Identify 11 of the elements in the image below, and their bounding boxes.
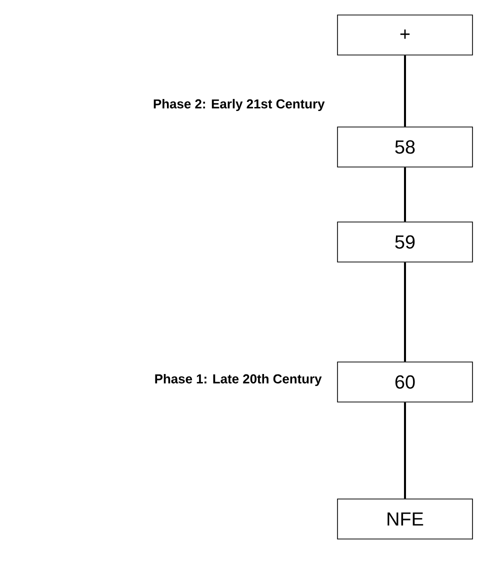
number-box: NFE	[337, 498, 473, 540]
connector-line	[404, 167, 406, 222]
number-box: 58	[337, 126, 473, 168]
connector-line	[404, 55, 406, 127]
phase-label: Phase 1: Late 20th Century	[155, 374, 322, 386]
number-box: +	[337, 14, 473, 56]
phase-label: Phase 2: Early 21st Century	[154, 98, 325, 112]
number-box: 60	[337, 362, 473, 402]
number-box: 59	[337, 222, 473, 262]
connector-line	[404, 262, 406, 362]
connector-line	[404, 402, 406, 499]
